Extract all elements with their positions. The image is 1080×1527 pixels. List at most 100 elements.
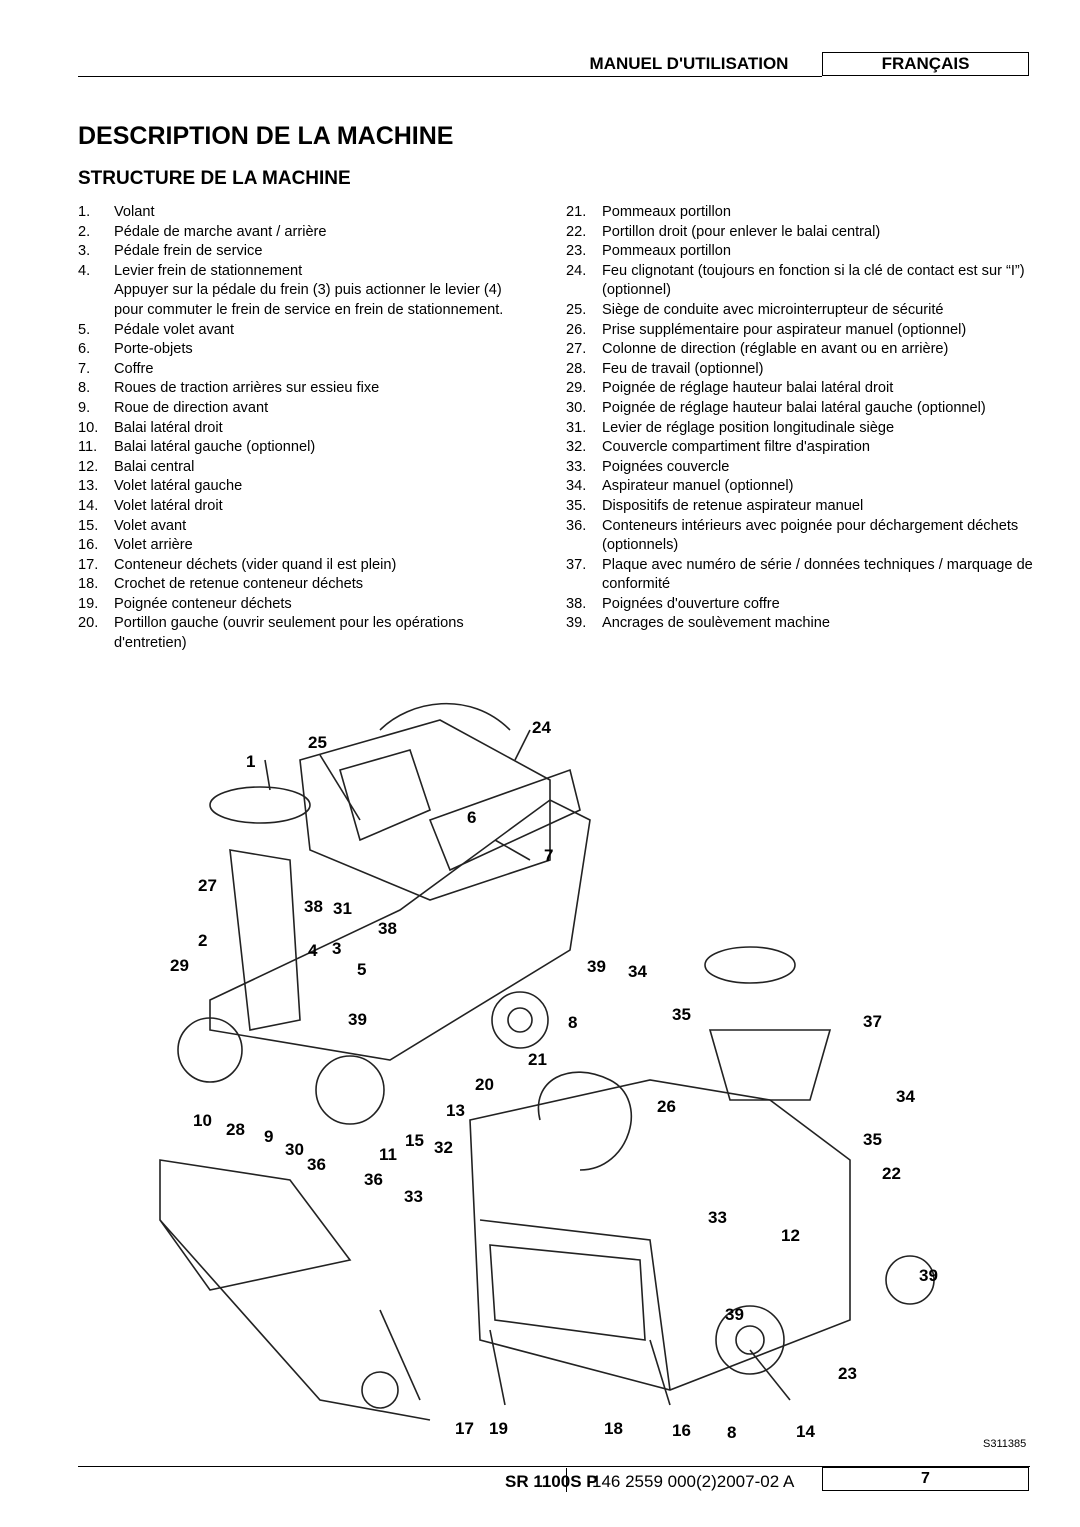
callout-13: 13 xyxy=(446,1101,465,1120)
callout-33: 33 xyxy=(404,1187,423,1206)
list-item: 8.Roues de traction arrières sur essieu … xyxy=(78,380,380,397)
header-language-label: FRANÇAIS xyxy=(822,52,1029,76)
callout-3: 3 xyxy=(332,939,342,958)
page-title: DESCRIPTION DE LA MACHINE xyxy=(78,122,454,150)
footer-separator xyxy=(566,1468,567,1492)
list-item: 20.Portillon gauche (ouvrir seulement po… xyxy=(78,615,464,652)
list-item-note: Appuyer sur la pédale du frein (3) puis … xyxy=(114,282,504,318)
callout-23: 23 xyxy=(838,1364,857,1383)
callout-26: 26 xyxy=(657,1097,676,1116)
list-item: 23.Pommeaux portillon xyxy=(566,243,731,260)
callout-34: 34 xyxy=(628,962,647,981)
callout-1: 1 xyxy=(246,752,256,771)
parts-list-right: 21.Pommeaux portillon 22.Portillon droit… xyxy=(566,203,1036,634)
rear-panel-edge xyxy=(479,1219,671,1391)
list-item: 29.Poignée de réglage hauteur balai laté… xyxy=(566,380,894,397)
parts-list-left: 1.Volant 2.Pédale de marche avant / arri… xyxy=(78,203,518,654)
callout-6: 6 xyxy=(467,808,477,827)
callout-35: 35 xyxy=(672,1005,691,1024)
side-broom-icon xyxy=(315,1055,385,1125)
machine-drawing xyxy=(159,702,935,1421)
rear-wheel-icon xyxy=(491,991,549,1049)
list-item: 32.Couvercle compartiment filtre d'aspir… xyxy=(566,439,871,456)
list-item: 30.Poignée de réglage hauteur balai laté… xyxy=(566,399,986,416)
callout-33: 33 xyxy=(708,1208,727,1227)
callout-22: 22 xyxy=(882,1164,901,1183)
hose xyxy=(537,1071,633,1171)
list-item: 14.Volet latéral droit xyxy=(78,497,223,514)
container-frame xyxy=(159,1219,431,1421)
callout-25: 25 xyxy=(308,733,327,752)
list-item: 3.Pédale frein de service xyxy=(78,243,263,260)
callout-31: 31 xyxy=(333,899,352,918)
list-item: 4.Levier frein de stationnement xyxy=(78,262,303,279)
side-panel xyxy=(428,768,581,872)
steering-column xyxy=(229,849,301,1031)
callout-39: 39 xyxy=(587,957,606,976)
callout-32: 32 xyxy=(434,1138,453,1157)
list-item: 7.Coffre xyxy=(78,360,154,377)
callout-28: 28 xyxy=(226,1120,245,1139)
container-wheel-icon xyxy=(361,1371,399,1409)
list-item: 10.Balai latéral droit xyxy=(78,419,223,436)
callout-4: 4 xyxy=(308,941,318,960)
list-item: 2.Pédale de marche avant / arrière xyxy=(78,223,327,240)
list-item: 22.Portillon droit (pour enlever le bala… xyxy=(566,223,881,240)
callout-19: 19 xyxy=(489,1419,508,1438)
list-item: 18.Crochet de retenue conteneur déchets xyxy=(78,576,364,593)
callout-2: 2 xyxy=(198,931,208,950)
list-item: 9.Roue de direction avant xyxy=(78,399,269,416)
callout-11: 11 xyxy=(379,1145,397,1164)
list-item: 35.Dispositifs de retenue aspirateur man… xyxy=(566,497,864,514)
list-item: 38.Poignées d'ouverture coffre xyxy=(566,595,780,612)
list-item: 11.Balai latéral gauche (optionnel) xyxy=(78,439,316,456)
list-item: 27.Colonne de direction (réglable en ava… xyxy=(566,341,949,358)
footer-rule xyxy=(78,1466,1030,1467)
list-item: 36.Conteneurs intérieurs avec poignée po… xyxy=(566,517,1019,554)
callout-9: 9 xyxy=(264,1127,274,1146)
callout-35: 35 xyxy=(863,1130,882,1149)
list-item: 34.Aspirateur manuel (optionnel) xyxy=(566,478,794,495)
callout-34: 34 xyxy=(896,1087,915,1106)
callout-29: 29 xyxy=(170,956,189,975)
callout-27: 27 xyxy=(198,876,217,895)
list-item: 24.Feu clignotant (toujours en fonction … xyxy=(566,262,1025,299)
callout-12: 12 xyxy=(781,1226,800,1245)
steering-wheel-icon xyxy=(209,786,311,824)
callout-38: 38 xyxy=(378,919,397,938)
machine-body-rear-view xyxy=(469,1079,851,1391)
list-item: 13.Volet latéral gauche xyxy=(78,478,243,495)
list-item: 6.Porte-objets xyxy=(78,341,193,358)
callout-39: 39 xyxy=(348,1010,367,1029)
hose xyxy=(379,702,511,731)
callout-20: 20 xyxy=(475,1075,494,1094)
list-item: 16.Volet arrière xyxy=(78,537,193,554)
callout-39: 39 xyxy=(919,1266,938,1285)
header-rule xyxy=(78,76,822,77)
footer-model: SR 1100S P xyxy=(505,1472,598,1491)
callout-17: 17 xyxy=(455,1419,474,1438)
list-item: 21.Pommeaux portillon xyxy=(566,204,731,220)
callout-15: 15 xyxy=(405,1131,424,1150)
callout-24: 24 xyxy=(532,718,551,737)
callout-5: 5 xyxy=(357,960,367,979)
control-panel xyxy=(708,1029,832,1101)
callout-10: 10 xyxy=(193,1111,212,1130)
callout-16: 16 xyxy=(672,1421,691,1440)
figure-code: S311385 xyxy=(983,1438,1027,1450)
callout-21: 21 xyxy=(528,1050,547,1069)
list-item: 15.Volet avant xyxy=(78,517,187,534)
callout-36: 36 xyxy=(307,1155,326,1174)
list-item: 37.Plaque avec numéro de série / données… xyxy=(566,556,1033,593)
callout-36: 36 xyxy=(364,1170,383,1189)
list-item: 25.Siège de conduite avec microinterrupt… xyxy=(566,301,944,318)
machine-body-left-view xyxy=(209,799,591,1061)
section-subtitle: STRUCTURE DE LA MACHINE xyxy=(78,168,351,189)
header-manual-label: MANUEL D'UTILISATION xyxy=(589,54,789,73)
callout-39: 39 xyxy=(725,1305,744,1324)
callout-8: 8 xyxy=(727,1423,737,1442)
list-item: 1.Volant xyxy=(78,204,155,220)
callout-30: 30 xyxy=(285,1140,304,1159)
footer-page-number: 7 xyxy=(822,1467,1029,1491)
list-item: 12.Balai central xyxy=(78,458,195,475)
